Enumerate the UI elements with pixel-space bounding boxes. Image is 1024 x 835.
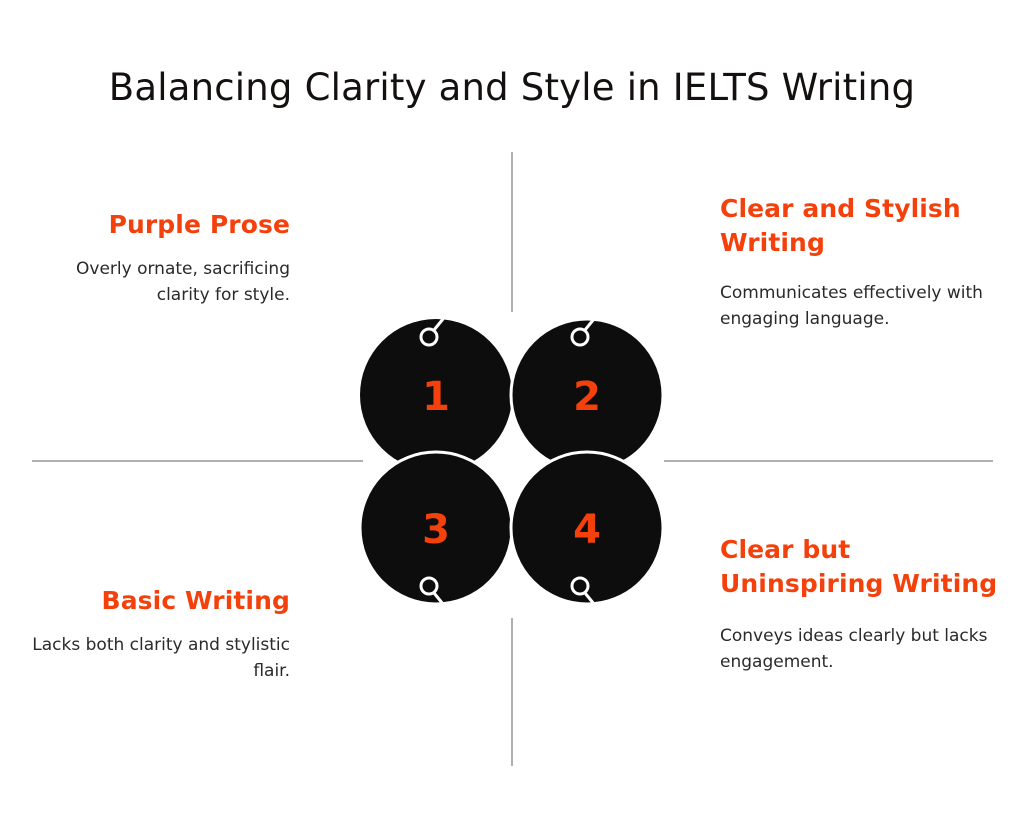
quadrant-heading-1: Purple Prose xyxy=(108,210,290,239)
quadrant-heading-2: Clear and Stylish Writing xyxy=(720,194,961,257)
quadrant-bottom-right: Clear but Uninspiring Writing Conveys id… xyxy=(720,533,1000,675)
circle-1 xyxy=(360,319,512,471)
quadrant-body-3: Lacks both clarity and stylistic flair. xyxy=(32,634,290,682)
divider-vertical-top xyxy=(511,152,513,312)
quadrant-heading-4: Clear but Uninspiring Writing xyxy=(720,535,998,598)
pin-marker-3 xyxy=(419,576,445,606)
circle-cluster-diagram: 1 2 3 4 xyxy=(355,312,669,608)
page-title: Balancing Clarity and Style in IELTS Wri… xyxy=(108,66,916,109)
quadrant-body-4: Conveys ideas clearly but lacks engageme… xyxy=(720,625,988,672)
circle-number-2: 2 xyxy=(573,374,601,420)
circle-number-3: 3 xyxy=(422,507,450,553)
circle-4-shape xyxy=(509,450,665,606)
quadrant-top-right: Clear and Stylish Writing Communicates e… xyxy=(720,192,1000,332)
pin-marker-2 xyxy=(570,317,596,347)
divider-horizontal-left xyxy=(32,460,363,462)
quadrant-top-left: Purple Prose Overly ornate, sacrificing … xyxy=(30,208,290,308)
quadrant-body-1: Overly ornate, sacrificing clarity for s… xyxy=(76,258,290,306)
pin-marker-1 xyxy=(419,317,445,347)
quadrant-bottom-left: Basic Writing Lacks both clarity and sty… xyxy=(30,584,290,684)
quadrant-body-2: Communicates effectively with engaging l… xyxy=(720,282,983,329)
circle-number-1: 1 xyxy=(422,374,450,420)
pin-marker-4 xyxy=(570,576,596,606)
circle-number-4: 4 xyxy=(573,507,601,553)
circle-4 xyxy=(509,450,665,606)
divider-vertical-bottom xyxy=(511,618,513,766)
divider-horizontal-right xyxy=(664,460,993,462)
quadrant-heading-3: Basic Writing xyxy=(101,586,290,615)
circle-1-shape xyxy=(360,319,512,471)
